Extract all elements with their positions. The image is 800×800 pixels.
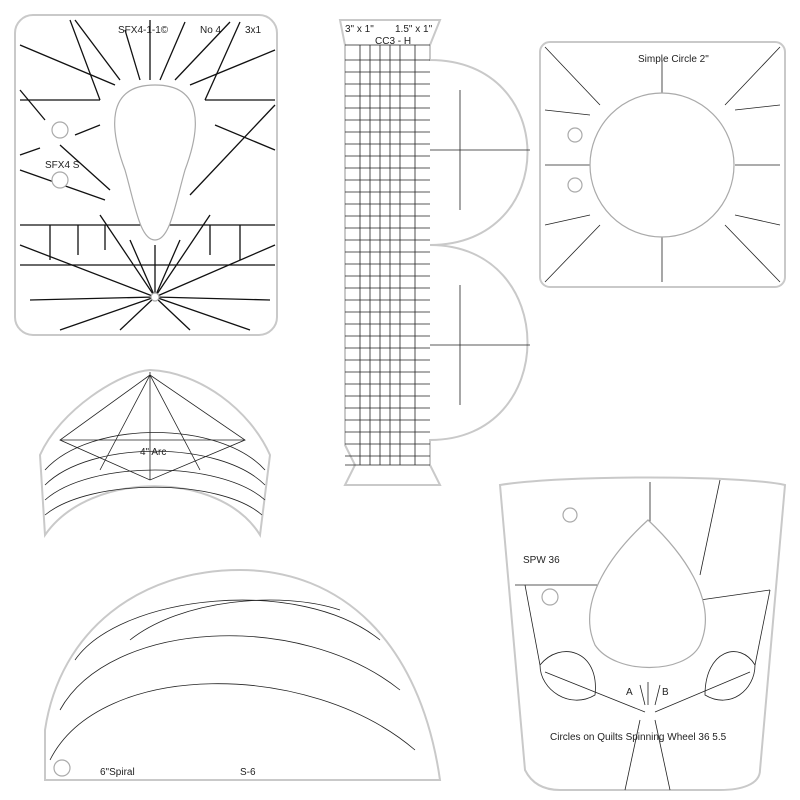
simple-circle-ruler: Simple Circle 2" xyxy=(539,41,786,288)
wheel-ruler-mark-a: A xyxy=(626,687,633,698)
arc-ruler: 4" Arc xyxy=(38,368,272,538)
fan-ruler-code: SFX4-1-1© xyxy=(118,25,169,36)
spiral-ruler: 6"Spiral S-6 xyxy=(44,568,442,781)
fan-ruler: SFX4-1-1© No 4 3x1 SFX4 S xyxy=(14,14,278,336)
arc-ruler-title: 4" Arc xyxy=(140,447,166,458)
fan-ruler-size: 3x1 xyxy=(245,25,262,36)
wheel-ruler-mark-b: B xyxy=(662,687,669,698)
strip-ruler-top-left: 3" x 1" xyxy=(345,24,374,35)
spiral-ruler-left-label: 6"Spiral xyxy=(100,767,135,778)
wheel-ruler-code: SPW 36 xyxy=(523,555,560,566)
spiral-ruler-right-label: S-6 xyxy=(240,767,256,778)
wheel-ruler-title: Circles on Quilts Spinning Wheel 36 5.5 xyxy=(550,732,727,743)
spinning-wheel-ruler: SPW 36 A B Circles on Quilts Spinning Wh… xyxy=(498,476,787,791)
strip-ruler: 3" x 1" 1.5" x 1" CC3 - H xyxy=(338,19,530,486)
fan-ruler-number: No 4 xyxy=(200,25,222,36)
strip-ruler-top-right: 1.5" x 1" xyxy=(395,24,433,35)
fan-ruler-side-label: SFX4 S xyxy=(45,160,80,171)
simple-circle-title: Simple Circle 2" xyxy=(638,54,709,65)
strip-ruler-code: CC3 - H xyxy=(375,36,411,47)
